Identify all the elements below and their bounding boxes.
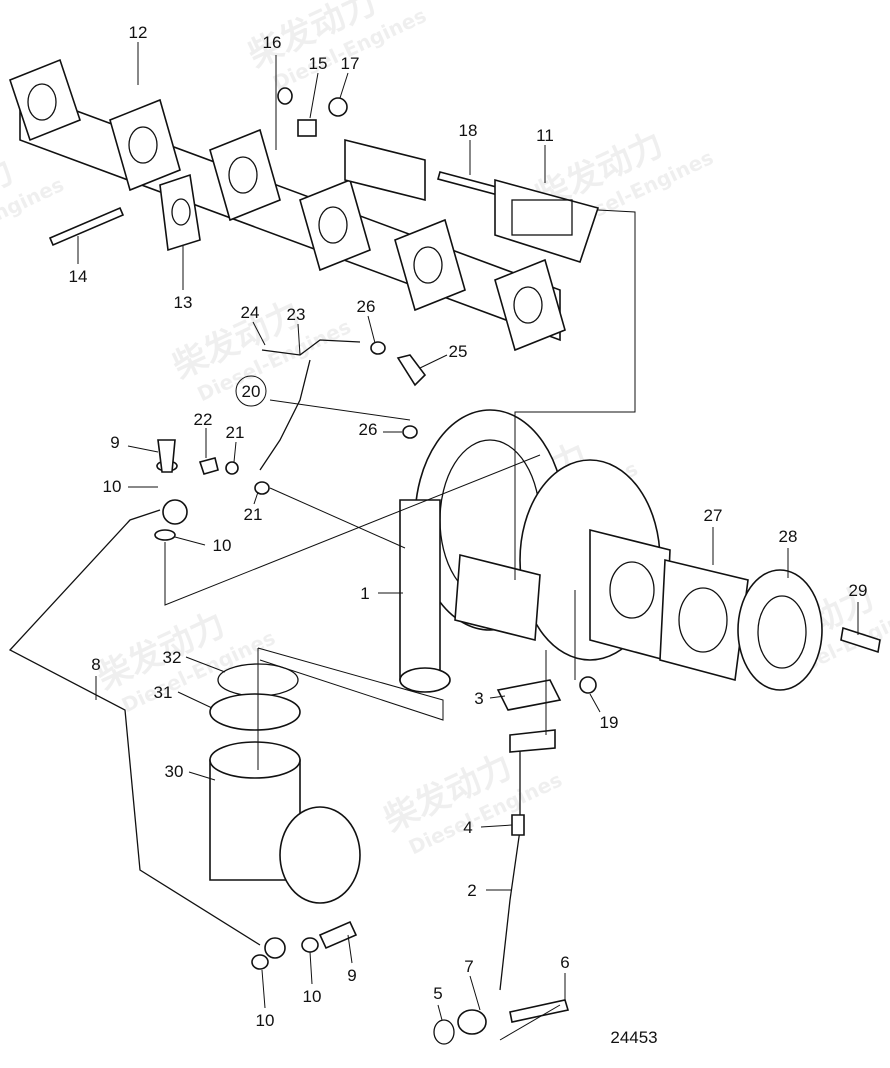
callout-22: 22	[194, 410, 213, 429]
callout-10: 10	[103, 477, 122, 496]
callout-31: 31	[154, 683, 173, 702]
callouts: 12 16 15 17 18 11 14 13 24 23 26 25 20 9…	[69, 23, 868, 1047]
callout-9b: 9	[347, 966, 356, 985]
callout-12: 12	[129, 23, 148, 42]
callout-2: 2	[467, 881, 476, 900]
drawing-number: 24453	[610, 1028, 657, 1047]
hose-clamp-31	[209, 693, 301, 731]
callout-8: 8	[91, 655, 100, 674]
flange-28	[737, 569, 823, 691]
bolt-and-clip	[261, 339, 361, 356]
stud-14	[48, 206, 125, 247]
callout-29: 29	[849, 581, 868, 600]
callout-20: 20	[242, 382, 261, 401]
callout-28: 28	[779, 527, 798, 546]
bolt-29	[840, 626, 881, 654]
banjo-bolt-9b	[318, 920, 358, 950]
gasket-27	[659, 558, 749, 682]
turbocharger	[399, 409, 671, 693]
callout-17: 17	[341, 54, 360, 73]
callout-1: 1	[360, 584, 369, 603]
oil-pipe-20	[259, 359, 311, 471]
callout-16: 16	[263, 33, 282, 52]
callout-10d: 10	[256, 1011, 275, 1030]
callout-13: 13	[174, 293, 193, 312]
bolt-4	[511, 814, 525, 836]
callout-19: 19	[600, 713, 619, 732]
callout-14: 14	[69, 267, 88, 286]
callout-15: 15	[309, 54, 328, 73]
leader-lines	[77, 42, 859, 1041]
callout-5: 5	[433, 984, 442, 1003]
nut-19	[579, 676, 597, 694]
nut-17	[328, 97, 348, 117]
oil-pipe-8	[8, 509, 261, 946]
spacer-15	[297, 119, 317, 137]
callout-7: 7	[464, 957, 473, 976]
callout-26: 26	[357, 297, 376, 316]
clamp-26	[370, 341, 386, 355]
callout-23: 23	[287, 305, 306, 324]
drain-pipe-2	[499, 740, 521, 991]
callout-10c: 10	[303, 987, 322, 1006]
callout-25: 25	[449, 342, 468, 361]
callout-26b: 26	[359, 420, 378, 439]
washer-16	[277, 87, 293, 105]
callout-21b: 21	[244, 505, 263, 524]
exhaust-manifold	[9, 58, 566, 352]
callout-11: 11	[536, 126, 554, 145]
clamp-26b	[402, 425, 418, 439]
bolt-6	[509, 999, 570, 1023]
callout-3: 3	[474, 689, 483, 708]
washer-10b	[154, 529, 176, 541]
callout-30: 30	[165, 762, 184, 781]
gasket-13	[159, 173, 201, 252]
o-ring-5	[433, 1019, 455, 1045]
callout-4: 4	[463, 818, 472, 837]
callout-6: 6	[560, 953, 569, 972]
callout-20-circle	[235, 375, 267, 407]
gasket-3	[496, 679, 562, 711]
callout-21: 21	[226, 423, 245, 442]
hose-25	[396, 354, 427, 387]
stud-18	[437, 171, 501, 196]
callout-18: 18	[459, 121, 478, 140]
callout-9: 9	[110, 433, 119, 452]
bolt-22	[198, 457, 219, 475]
callout-10b: 10	[213, 536, 232, 555]
callout-32: 32	[163, 648, 182, 667]
connector-7	[457, 1009, 487, 1035]
callout-27: 27	[704, 506, 723, 525]
callout-24: 24	[241, 303, 260, 322]
banjo-bolt-9	[157, 439, 176, 473]
